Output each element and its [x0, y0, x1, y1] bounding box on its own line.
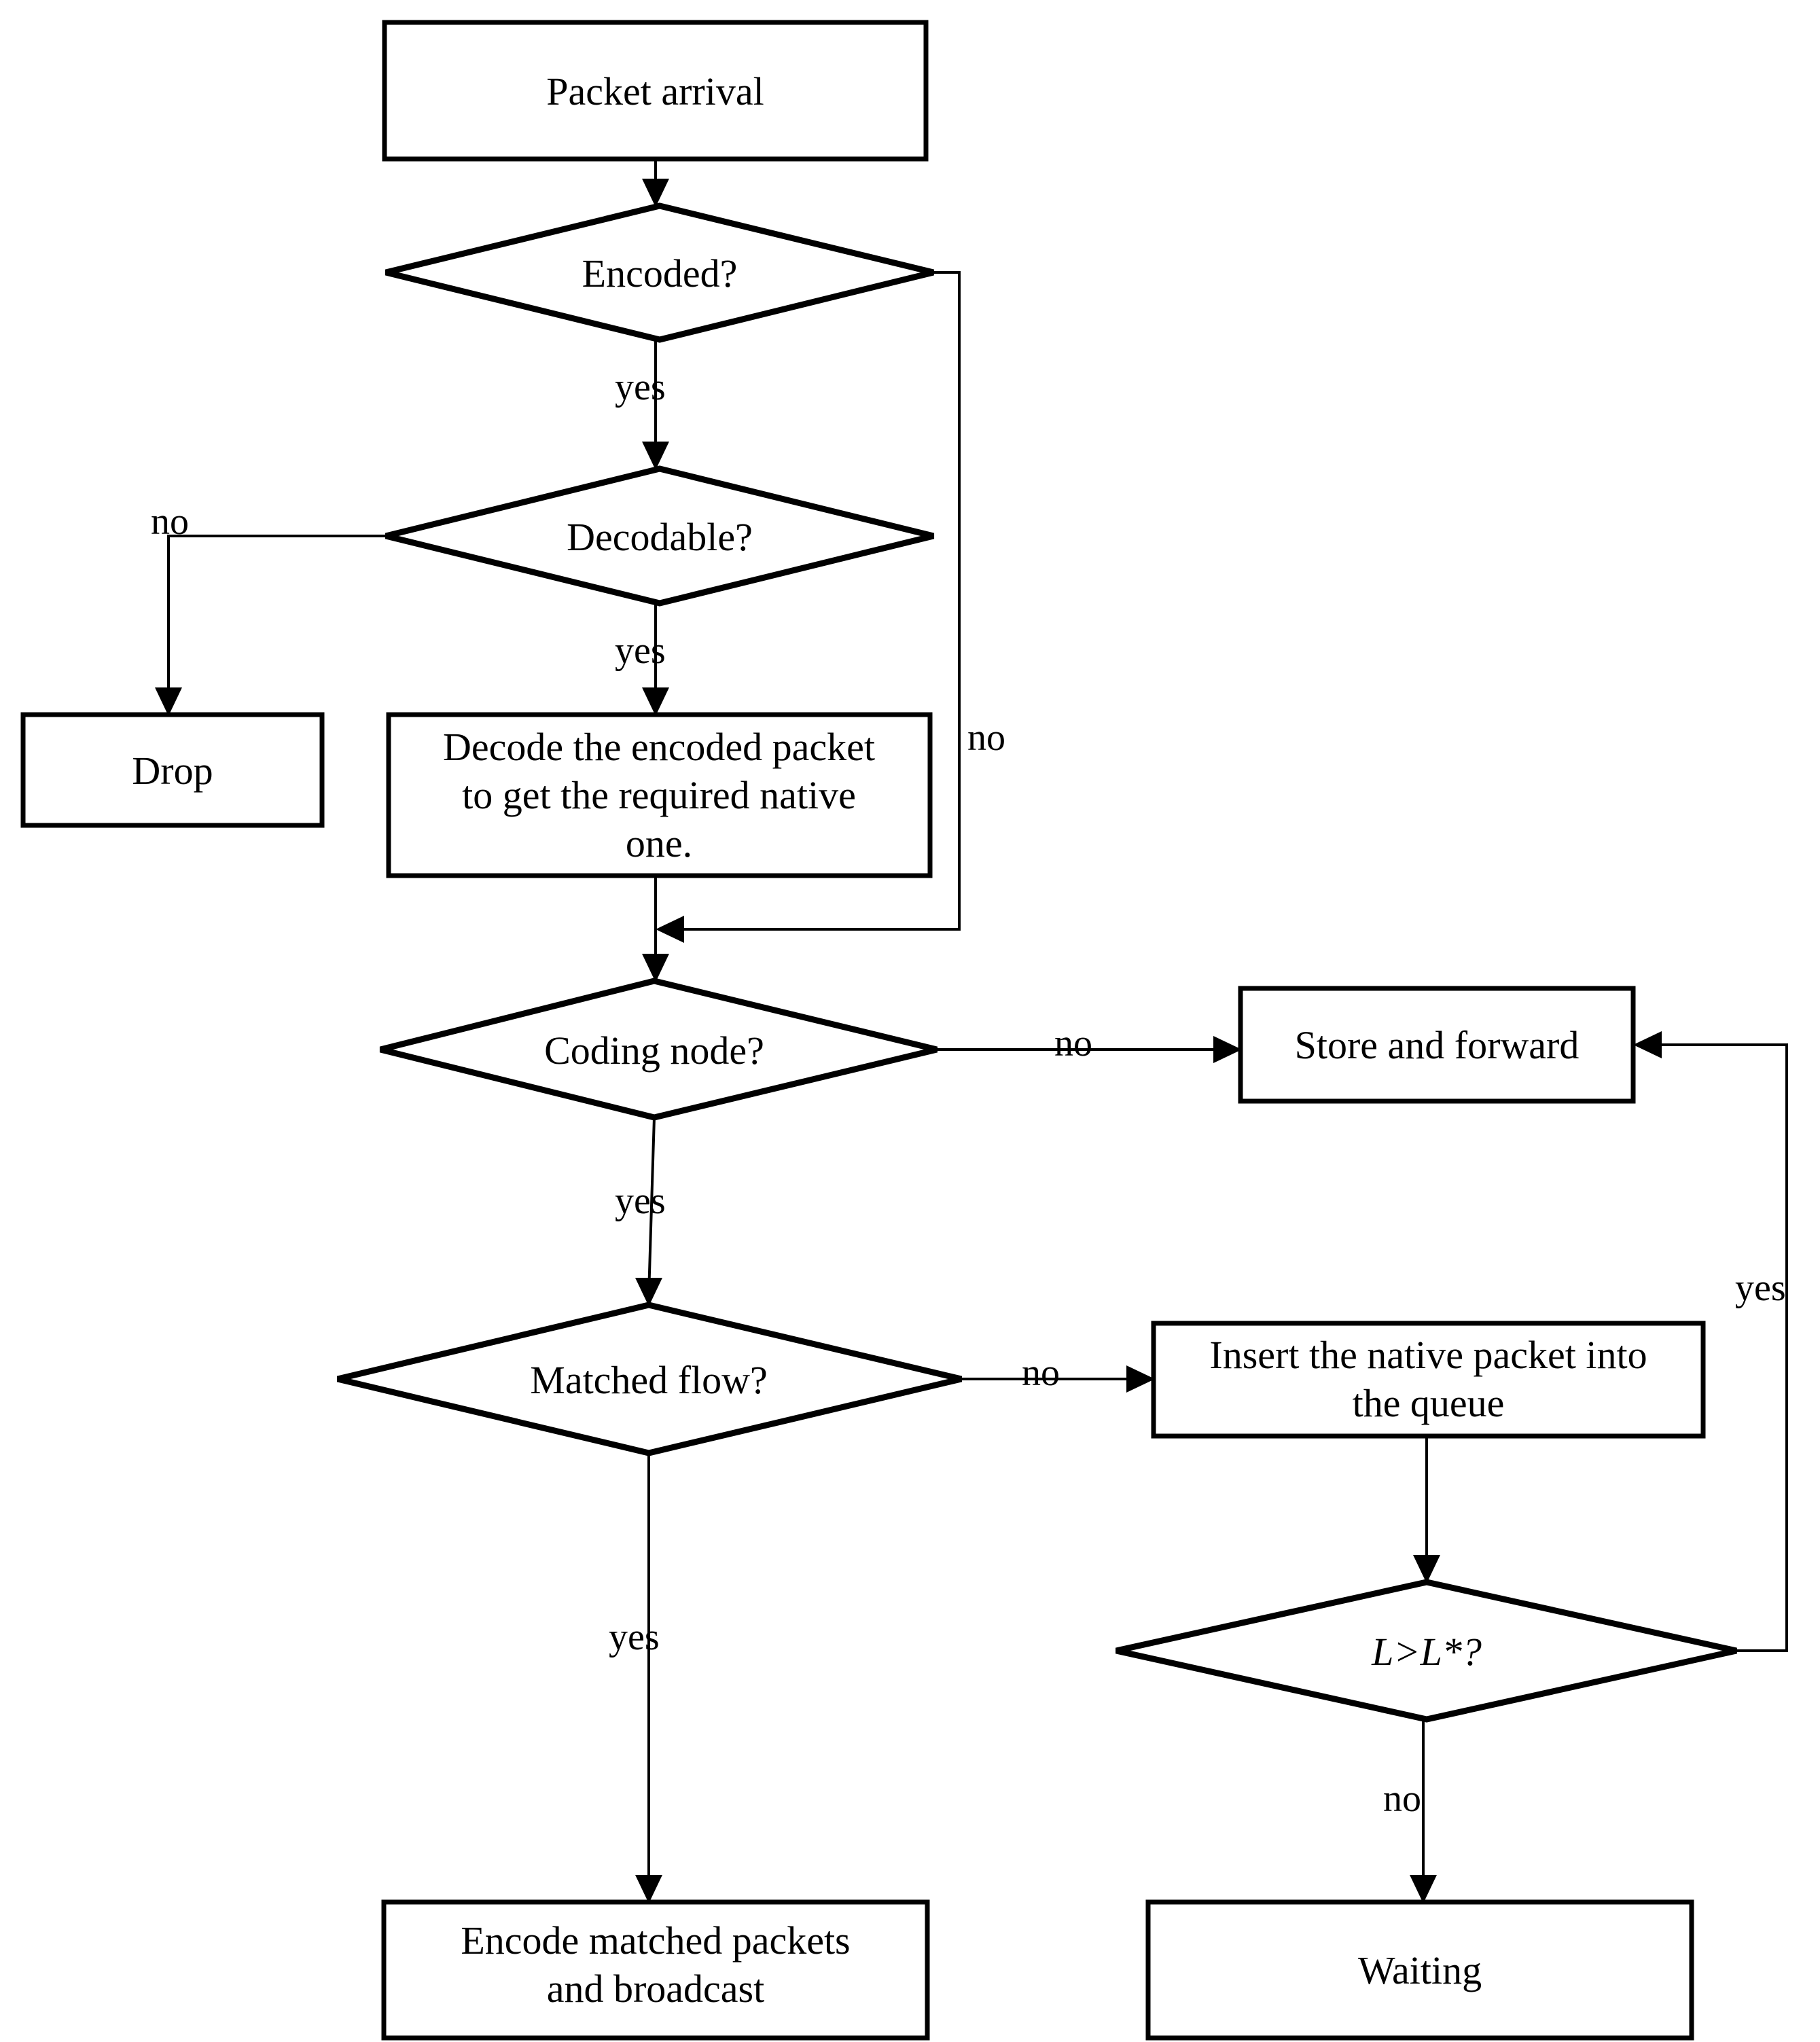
node-encoded[interactable]: [385, 202, 935, 343]
node-decode-packet[interactable]: [386, 712, 933, 878]
node-length-check[interactable]: [1116, 1579, 1737, 1723]
edge-label-matched-yes: yes: [609, 1616, 660, 1658]
edge-label-encoded-yes: yes: [615, 366, 666, 408]
arrowhead-matched-flow-in: [635, 1278, 662, 1306]
edge-label-length-yes: yes: [1735, 1267, 1786, 1309]
node-drop[interactable]: [20, 712, 325, 828]
edge-decodable-no-to-drop: [167, 535, 386, 704]
arrowhead-decode-in: [642, 687, 669, 716]
arrowhead-coding-node-in: [642, 954, 669, 982]
node-packet-arrival[interactable]: [382, 20, 929, 162]
edge-coding-yes-to-matched-flow: [647, 1117, 656, 1295]
arrowhead-drop-in: [155, 687, 182, 716]
arrowhead-coding-merge-in: [656, 916, 684, 943]
edge-label-decodable-no: no: [151, 501, 189, 543]
node-encode-broadcast[interactable]: [381, 1899, 930, 2041]
node-insert-queue[interactable]: [1151, 1321, 1706, 1439]
edge-label-encoded-no: no: [967, 717, 1005, 759]
edge-encoded-no-to-coding-node: [671, 271, 961, 931]
arrowhead-store-forward-in-left: [1213, 1036, 1242, 1063]
edge-label-coding-no: no: [1054, 1022, 1092, 1064]
edge-label-length-no: no: [1383, 1778, 1421, 1820]
edge-length-yes-to-store-forward: [1659, 1043, 1788, 1652]
arrowhead-encode-broadcast-in: [635, 1875, 662, 1903]
arrowhead-length-check-in: [1413, 1555, 1440, 1583]
arrowhead-waiting-in: [1410, 1875, 1437, 1903]
node-waiting[interactable]: [1145, 1899, 1694, 2041]
edge-label-matched-no: no: [1022, 1352, 1060, 1394]
node-store-forward[interactable]: [1238, 986, 1636, 1104]
node-matched-flow[interactable]: [336, 1302, 963, 1456]
edge-label-coding-yes: yes: [615, 1180, 666, 1222]
arrowhead-insert-queue-in: [1126, 1365, 1155, 1393]
node-decodable[interactable]: [385, 465, 935, 607]
edge-label-decodable-yes: yes: [615, 630, 666, 672]
arrowhead-decodable-in: [642, 442, 669, 470]
arrowhead-encoded-in: [642, 179, 669, 207]
node-coding-node[interactable]: [379, 978, 938, 1121]
arrowhead-store-forward-in-right: [1633, 1031, 1662, 1058]
